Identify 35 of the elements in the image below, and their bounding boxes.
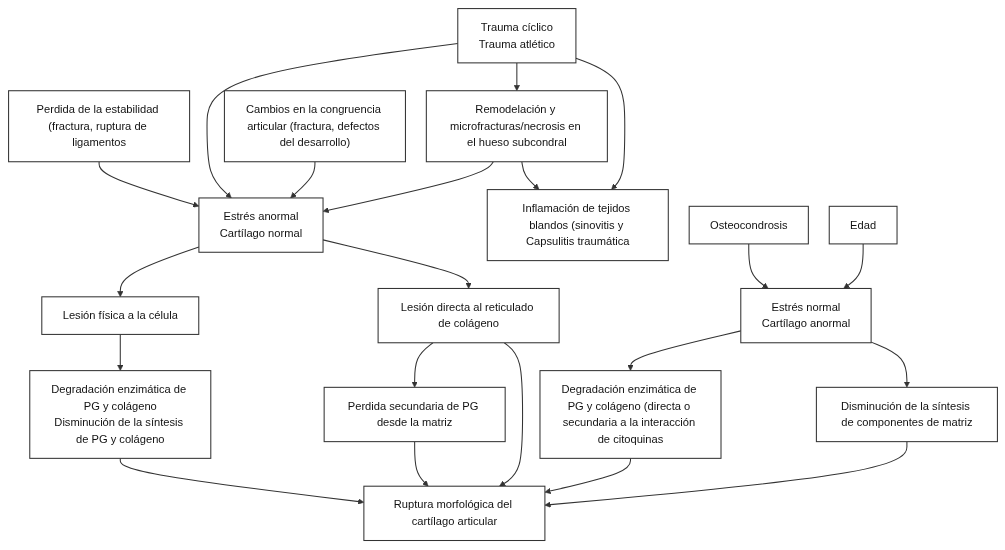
node-box: Estrés normal Cartílago anormal	[739, 288, 872, 344]
arrow	[322, 161, 494, 214]
arrow	[322, 239, 472, 290]
arrow	[498, 342, 523, 487]
arrow	[842, 243, 864, 290]
node-box: Osteocondrosis	[688, 206, 809, 245]
node-box: Cambios en la congruencia articular (fractura, defectos del desarrollo)	[223, 90, 406, 163]
node-box: Ruptura morfológica del cartílago articular	[362, 486, 545, 542]
node-box: Lesión directa al reticulado de colágeno	[377, 288, 560, 344]
arrow	[411, 342, 433, 389]
node-box: Perdida de la estabilidad (fractura, ruptura de ligamentos	[7, 90, 190, 163]
arrow	[626, 330, 741, 372]
node-box: Estrés anormal Cartílago normal	[197, 197, 324, 254]
node-box: Degradación enzimática de PG y colágeno Disminución de la síntesis de PG y colágeno	[28, 370, 211, 460]
arrow	[870, 342, 910, 389]
arrow	[206, 43, 458, 199]
arrow	[520, 161, 539, 191]
node-box: Perdida secundaria de PG desde la matriz	[323, 387, 506, 443]
arrow	[513, 62, 520, 92]
arrow	[289, 161, 315, 199]
node-box: Inflamación de tejidos blandos (sinovitis y Capsulitis traumática	[486, 189, 669, 262]
arrow	[98, 161, 199, 208]
arrow	[747, 243, 768, 290]
node-box: Trauma cíclico Trauma atlético	[456, 8, 576, 64]
node-box: Disminución de la síntesis de componentes de matriz	[815, 387, 998, 443]
node-box: Degradación enzimática de PG y colágeno (directa o secundaria a la interacción de citoquinas	[538, 370, 722, 460]
arrow	[116, 334, 123, 372]
arrow	[116, 246, 199, 298]
node-box: Edad	[828, 206, 898, 245]
arrow	[413, 441, 428, 487]
arrow	[544, 441, 907, 509]
arrow	[544, 458, 631, 495]
arrow	[119, 458, 364, 506]
node-box: Remodelación y microfracturas/necrosis en el hueso subcondral	[425, 90, 608, 163]
node-box: Lesión física a la célula	[40, 296, 199, 336]
